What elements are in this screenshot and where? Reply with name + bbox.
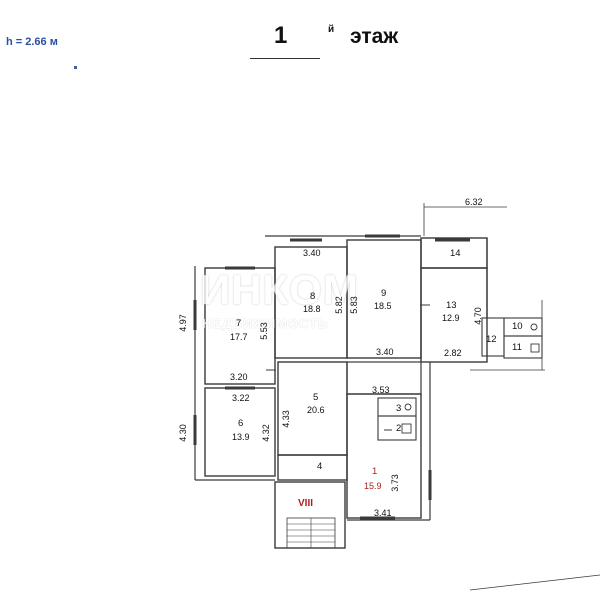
dim-room-1-bottom: 3.41	[374, 508, 392, 518]
sink-icon	[401, 423, 412, 434]
toilet-icon	[530, 323, 538, 331]
dim-room-9-depth: 5.83	[348, 296, 359, 314]
room-8-number: 8	[310, 291, 316, 302]
sink-icon	[530, 343, 540, 353]
walls	[193, 203, 601, 591]
floor-number: 1	[274, 22, 288, 49]
dim-room-7-width: 3.20	[230, 372, 248, 382]
room-5-area: 20.6	[307, 405, 325, 415]
room-13-number: 13	[446, 300, 457, 311]
room-13-area: 12.9	[442, 313, 460, 323]
room-9-area: 18.5	[374, 301, 392, 311]
room-6-number: 6	[238, 418, 244, 429]
room-2-number: 2	[396, 423, 402, 434]
floor-number-suffix: й	[328, 24, 335, 35]
room-5-number: 5	[313, 392, 319, 403]
dim-room-8-depth: 5.82	[333, 296, 344, 314]
room-4-number: 4	[317, 461, 323, 472]
room-2-outline	[377, 415, 417, 441]
room-1-number: 1	[372, 466, 378, 477]
room-4-outline	[277, 454, 348, 481]
floor-title: этаж	[350, 25, 399, 48]
room-11-outline	[503, 335, 543, 359]
dim-room-6-width: 3.22	[232, 393, 250, 403]
room-10-outline	[503, 317, 543, 337]
watermark-subtitle: НЕДВИЖИМОСТЬ	[202, 316, 329, 331]
dim-room-9-bottom: 3.40	[376, 347, 394, 357]
dim-room-13-depth: 4.70	[472, 307, 483, 325]
corner-mark	[74, 66, 77, 69]
toilet-icon	[404, 403, 412, 411]
room-11-number: 11	[512, 342, 522, 353]
room-9-number: 9	[381, 288, 387, 299]
dim-room-1-top: 3.53	[372, 385, 390, 395]
room-8-area: 18.8	[303, 304, 321, 314]
room-1-outline	[346, 393, 422, 519]
room-1-area: 15.9	[364, 481, 382, 491]
dim-room-1-depth: 3.73	[389, 474, 400, 492]
dim-room-13-width: 2.82	[444, 348, 462, 358]
room-10-number: 10	[512, 321, 523, 332]
room-3-number: 3	[396, 403, 402, 414]
watermark-logo: ИНКОМ	[200, 266, 359, 313]
dim-room-6-depth: 4.32	[260, 424, 271, 442]
room-7-area: 17.7	[230, 332, 248, 342]
staircase-label: VIII	[298, 498, 314, 509]
room-12-number: 12	[486, 334, 497, 345]
staircase-outline	[274, 481, 346, 549]
room-14-number: 14	[450, 248, 461, 259]
dim-room-5-depth: 4.33	[280, 410, 291, 428]
dim-left-outer-1: 4.97	[177, 314, 188, 332]
dim-room-8-width: 3.40	[303, 248, 321, 258]
street-line	[469, 574, 601, 591]
dim-top-width: 6.32	[465, 197, 483, 207]
dim-left-outer-2: 4.30	[177, 424, 188, 442]
ceiling-height-label: h = 2.66 м	[6, 36, 58, 48]
dim-room-7-depth: 5.53	[258, 322, 269, 340]
floor-title-underline	[250, 58, 320, 59]
room-6-area: 13.9	[232, 432, 250, 442]
room-7-number: 7	[236, 318, 242, 329]
